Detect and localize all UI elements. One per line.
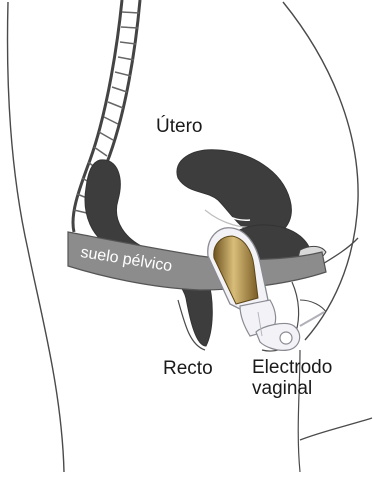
electrode-label-line1: Electrodo xyxy=(252,357,332,378)
electrode-label: Electrodo vaginal xyxy=(252,357,332,399)
electrode-label-line2: vaginal xyxy=(252,378,332,399)
back-contour xyxy=(8,2,64,472)
rectum-label: Recto xyxy=(163,358,213,380)
uterus xyxy=(177,150,291,236)
uterus-label: Útero xyxy=(156,116,202,138)
leg-contour xyxy=(300,418,372,440)
